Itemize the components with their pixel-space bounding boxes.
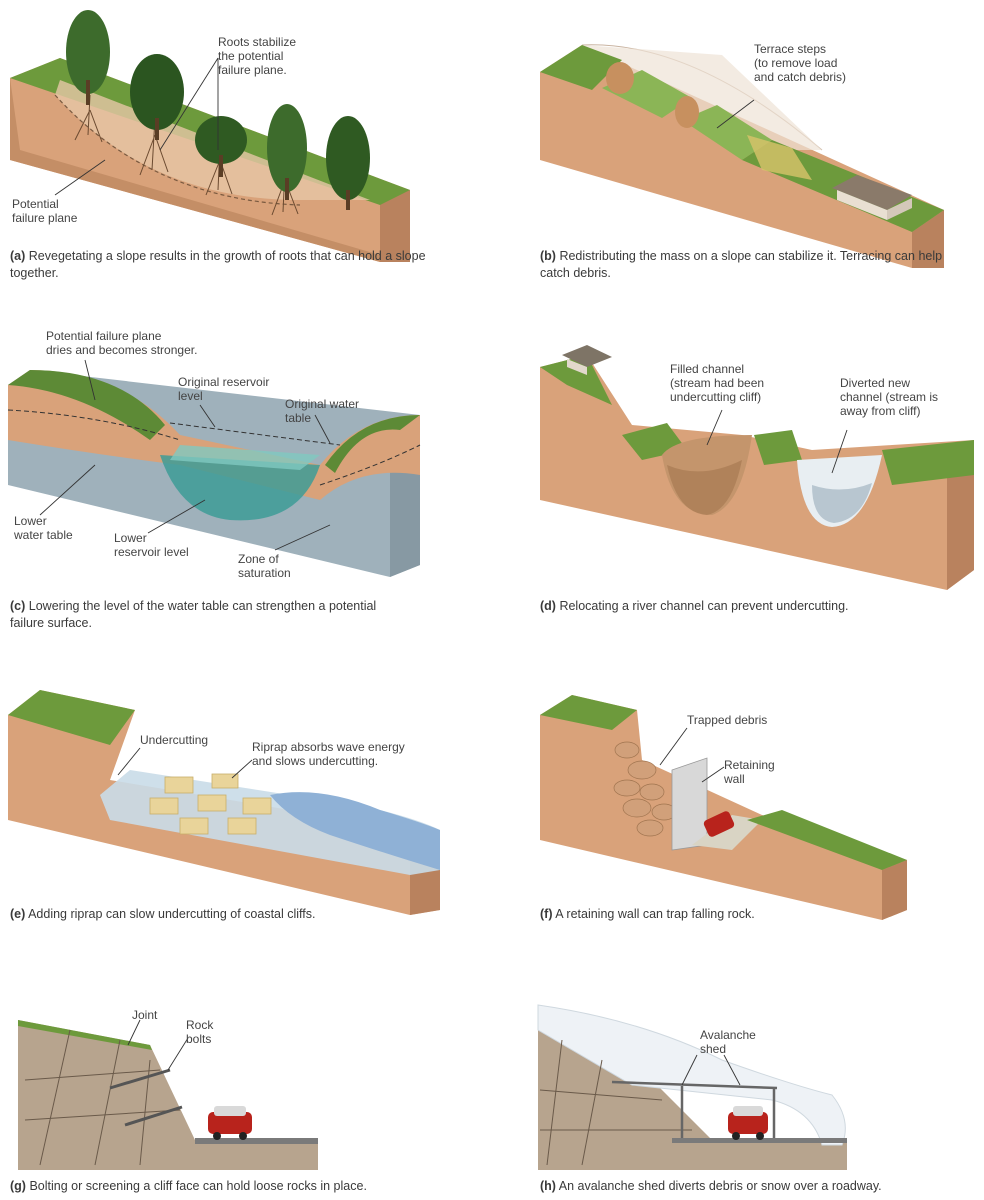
caption-c-letter: (c) bbox=[10, 599, 26, 613]
caption-f: (f) A retaining wall can trap falling ro… bbox=[540, 906, 970, 923]
trapped-debris bbox=[613, 741, 677, 837]
caption-h-letter: (h) bbox=[540, 1179, 556, 1193]
car-h bbox=[728, 1106, 768, 1140]
panel-g: Joint Rock bolts (g) Bolting or screenin… bbox=[0, 1000, 490, 1200]
label-original-water-table: Original water table bbox=[285, 397, 360, 425]
panel-d-illustration bbox=[540, 345, 974, 590]
caption-b-text: Redistributing the mass on a slope can s… bbox=[540, 249, 943, 280]
label-original-reservoir: Original reservoir level bbox=[178, 375, 270, 403]
caption-f-text: A retaining wall can trap falling rock. bbox=[555, 907, 755, 921]
caption-h: (h) An avalanche shed diverts debris or … bbox=[540, 1178, 970, 1195]
label-rock-bolts: Rock bolts bbox=[186, 1018, 214, 1046]
caption-a-letter: (a) bbox=[10, 249, 26, 263]
caption-c-text: Lowering the level of the water table ca… bbox=[10, 599, 377, 630]
panel-f: Trapped debris Retaining wall (f) A reta… bbox=[492, 670, 984, 930]
label-terrace-steps: Terrace steps (to remove load and catch … bbox=[754, 42, 847, 84]
label-retaining-wall: Retaining wall bbox=[724, 758, 775, 786]
label-potential-failure-plane: Potential failure plane bbox=[12, 197, 78, 225]
panel-d: Filled channel (stream had been undercut… bbox=[492, 315, 984, 645]
avalanche-shed bbox=[611, 1080, 778, 1140]
label-lower-water-table: Lower water table bbox=[14, 514, 73, 542]
caption-g-letter: (g) bbox=[10, 1179, 26, 1193]
house bbox=[562, 345, 612, 375]
panel-a-illustration bbox=[10, 10, 410, 262]
caption-e: (e) Adding riprap can slow undercutting … bbox=[10, 906, 440, 923]
panel-c-illustration bbox=[7, 359, 421, 577]
car-f bbox=[703, 811, 735, 837]
label-failure-plane-dries: Potential failure plane dries and become… bbox=[46, 329, 198, 357]
riprap-blocks bbox=[149, 773, 272, 835]
rock-bolts bbox=[109, 1068, 183, 1127]
panel-e-illustration bbox=[8, 690, 440, 915]
panel-h: Avalanche shed (h) An avalanche shed div… bbox=[492, 1000, 984, 1200]
caption-a: (a) Revegetating a slope results in the … bbox=[10, 248, 440, 282]
caption-b: (b) Redistributing the mass on a slope c… bbox=[540, 248, 970, 282]
label-joint: Joint bbox=[132, 1008, 158, 1022]
caption-g-text: Bolting or screening a cliff face can ho… bbox=[29, 1179, 367, 1193]
caption-e-letter: (e) bbox=[10, 907, 26, 921]
joints-h bbox=[539, 1039, 692, 1166]
label-diverted-channel: Diverted new channel (stream is away fro… bbox=[840, 376, 939, 418]
label-roots-stabilize: Roots stabilize the potential failure pl… bbox=[218, 35, 297, 77]
label-riprap: Riprap absorbs wave energy and slows und… bbox=[252, 740, 405, 768]
panel-b: Terrace steps (to remove load and catch … bbox=[492, 0, 984, 290]
house bbox=[832, 175, 912, 220]
caption-a-text: Revegetating a slope results in the grow… bbox=[10, 249, 426, 280]
caption-h-text: An avalanche shed diverts debris or snow… bbox=[558, 1179, 882, 1193]
label-zone-of-saturation: Zone of saturation bbox=[238, 552, 291, 580]
panel-g-illustration bbox=[18, 1019, 318, 1170]
panel-e: Undercutting Riprap absorbs wave energy … bbox=[0, 670, 490, 930]
retaining-wall bbox=[671, 757, 708, 851]
panel-a: Roots stabilize the potential failure pl… bbox=[0, 0, 490, 290]
caption-f-letter: (f) bbox=[540, 907, 553, 921]
label-undercutting: Undercutting bbox=[140, 733, 209, 747]
caption-g: (g) Bolting or screening a cliff face ca… bbox=[10, 1178, 440, 1195]
car-g bbox=[208, 1106, 252, 1140]
caption-e-text: Adding riprap can slow undercutting of c… bbox=[28, 907, 316, 921]
caption-d-letter: (d) bbox=[540, 599, 556, 613]
label-filled-channel: Filled channel (stream had been undercut… bbox=[670, 362, 765, 404]
caption-b-letter: (b) bbox=[540, 249, 556, 263]
panel-f-illustration bbox=[540, 695, 907, 920]
caption-c: (c) Lowering the level of the water tabl… bbox=[10, 598, 410, 632]
label-trapped-debris: Trapped debris bbox=[687, 713, 768, 727]
caption-d-text: Relocating a river channel can prevent u… bbox=[559, 599, 849, 613]
panel-b-illustration bbox=[540, 44, 944, 268]
label-avalanche-shed: Avalanche shed bbox=[700, 1028, 756, 1056]
panel-c: Potential failure plane dries and become… bbox=[0, 315, 490, 645]
trees bbox=[66, 10, 370, 210]
label-lower-reservoir: Lower reservoir level bbox=[114, 531, 189, 559]
panel-h-illustration bbox=[537, 1004, 847, 1170]
caption-d: (d) Relocating a river channel can preve… bbox=[540, 598, 970, 615]
